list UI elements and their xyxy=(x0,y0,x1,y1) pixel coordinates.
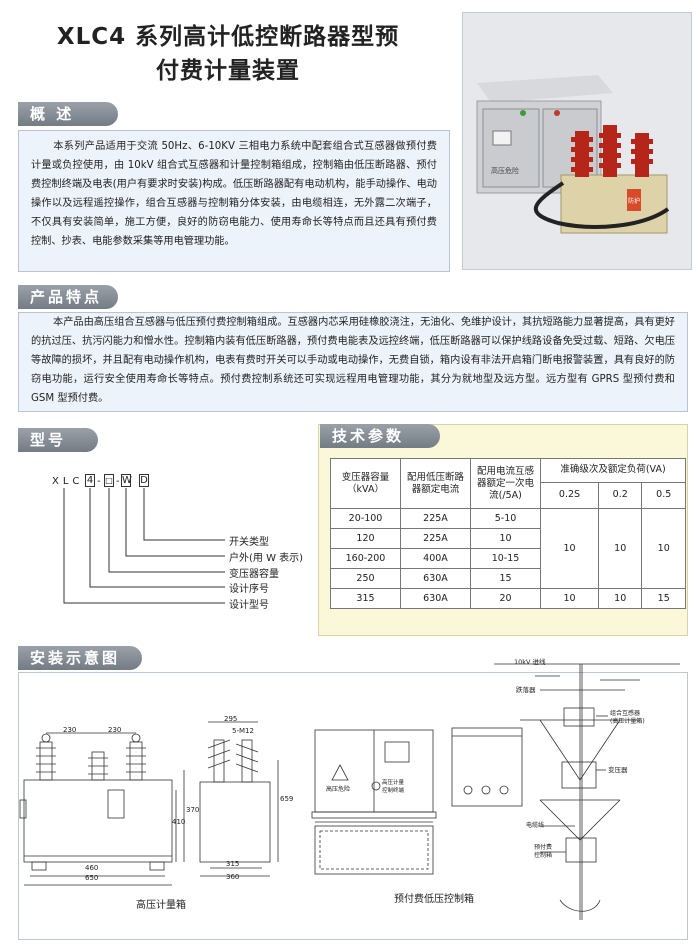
dim-659: 659 xyxy=(280,795,294,803)
model-legend-switch-type: 开关类型 xyxy=(229,537,269,548)
cell-capacity: 120 xyxy=(330,528,401,549)
model-dash-1: - xyxy=(97,476,101,487)
caption-control-box: 预付费低压控制箱 xyxy=(394,894,474,905)
cell-breaker: 630A xyxy=(400,588,471,609)
model-code-prefix: XLC xyxy=(52,476,84,487)
cell-capacity: 160-200 xyxy=(330,548,401,569)
cell-acc-05: 15 xyxy=(641,588,686,609)
tech-heading: 技术参数 xyxy=(320,424,440,448)
cell-breaker: 630A xyxy=(400,568,471,589)
pole-label-transformer: 变压器 xyxy=(608,766,628,774)
install-box xyxy=(18,672,688,940)
cell-ct: 10-15 xyxy=(470,548,541,569)
model-legend-design-model: 设计型号 xyxy=(229,600,269,611)
features-heading: 产品特点 xyxy=(18,285,118,309)
cell-capacity: 315 xyxy=(330,588,401,609)
cell-ct: 10 xyxy=(470,528,541,549)
install-heading: 安装示意图 xyxy=(18,646,142,670)
cell-acc-05-merged: 10 xyxy=(641,508,686,589)
pole-label-cable: 电缆线 xyxy=(526,822,545,829)
ctrl-small-2: 控制终端 xyxy=(382,788,405,794)
cell-capacity: 250 xyxy=(330,568,401,589)
model-box-outdoor: W xyxy=(121,474,132,487)
table-row: 20-100 225A 5-10 10 10 10 xyxy=(330,508,686,589)
pole-label-box: 预付费 控制箱 xyxy=(534,844,553,859)
table-row: 315 630A 20 10 10 15 xyxy=(330,588,686,609)
model-box-switch: D xyxy=(139,474,149,487)
cell-acc-02: 10 xyxy=(597,588,643,609)
cell-breaker: 225A xyxy=(400,528,471,549)
insulator-left xyxy=(36,733,56,781)
page-title: XLC4 系列高计低控断路器型预 付费计量装置 xyxy=(18,20,438,88)
model-box-capacity: □ xyxy=(104,474,114,487)
caption-hv-box: 高压计量箱 xyxy=(136,900,186,911)
table-row: 160-200 400A 10-15 xyxy=(330,548,686,569)
th-ct: 配用电流互感 器额定一次电 流(/5A) xyxy=(470,458,541,509)
table-row: 120 225A 10 xyxy=(330,528,686,549)
dim-410: 410 xyxy=(172,818,186,826)
model-heading: 型号 xyxy=(18,428,98,452)
features-box: 本产品由高压组合互感器与低压预付费控制箱组成。互感器内芯采用硅橡胶浇注，无油化、… xyxy=(18,312,688,412)
title-line-2: 付费计量装置 xyxy=(156,58,300,84)
model-leader-lines xyxy=(63,488,225,604)
cell-ct: 5-10 xyxy=(470,508,541,529)
ctrl-small-1: 高压计量 xyxy=(382,780,405,786)
model-box-design: 4 xyxy=(85,474,95,487)
cell-capacity: 20-100 xyxy=(330,508,401,529)
dim-650: 650 xyxy=(85,874,99,882)
model-legend-design-seq: 设计序号 xyxy=(229,584,269,595)
cell-breaker: 225A xyxy=(400,508,471,529)
ctrl-danger-label: 高压危险 xyxy=(326,786,351,793)
photo-box-label: 高压危险 xyxy=(491,166,519,175)
cell-acc-02s-merged: 10 xyxy=(540,508,599,589)
dim-230-right: 230 xyxy=(108,726,122,734)
dim-370: 370 xyxy=(186,806,200,814)
dim-230-left: 230 xyxy=(63,726,77,734)
dim-460: 460 xyxy=(85,864,99,872)
substation-photo-icon: 高压危险 防护 xyxy=(463,13,691,269)
photo-tag: 防护 xyxy=(628,197,640,205)
tech-table: 变压器容量 （kVA） 配用低压断路 器额定电流 配用电流互感 器额定一次电 流… xyxy=(330,458,686,609)
overview-box: 本系列产品适用于交流 50Hz、6-10KV 三相电力系统中配套组合式互感器做预… xyxy=(18,130,450,272)
pole-label-line: 10kV 进线 xyxy=(514,658,546,666)
cell-acc-02-merged: 10 xyxy=(597,508,643,589)
th-acc-05: 0.5 xyxy=(641,481,686,510)
overview-text: 本系列产品适用于交流 50Hz、6-10KV 三相电力系统中配套组合式互感器做预… xyxy=(31,141,437,247)
th-acc-02: 0.2 xyxy=(597,481,643,510)
pole-label-ct: 组合互感器 (高压计量箱) xyxy=(610,710,645,725)
model-legend-outdoor: 户外(用 W 表示) xyxy=(229,553,304,564)
th-capacity: 变压器容量 （kVA） xyxy=(330,458,401,509)
title-line-1: XLC4 系列高计低控断路器型预 xyxy=(56,24,400,50)
cell-ct: 20 xyxy=(470,588,541,609)
features-text: 本产品由高压组合互感器与低压预付费控制箱组成。互感器内芯采用硅橡胶浇注，无油化、… xyxy=(31,317,675,404)
dim-360: 360 xyxy=(226,873,240,881)
pole-label-arrester: 跌落器 xyxy=(516,686,536,694)
model-legend-capacity: 变压器容量 xyxy=(229,569,279,580)
th-acc-02s: 0.2S xyxy=(540,481,599,510)
dim-315: 315 xyxy=(226,860,240,868)
th-breaker: 配用低压断路 器额定电流 xyxy=(400,458,471,509)
dim-295: 295 xyxy=(224,715,238,723)
product-photo: 高压危险 防护 xyxy=(462,12,692,270)
model-dash-2: - xyxy=(116,476,120,487)
dim-5-m12: 5-M12 xyxy=(232,727,254,735)
overview-heading: 概 述 xyxy=(18,102,118,126)
